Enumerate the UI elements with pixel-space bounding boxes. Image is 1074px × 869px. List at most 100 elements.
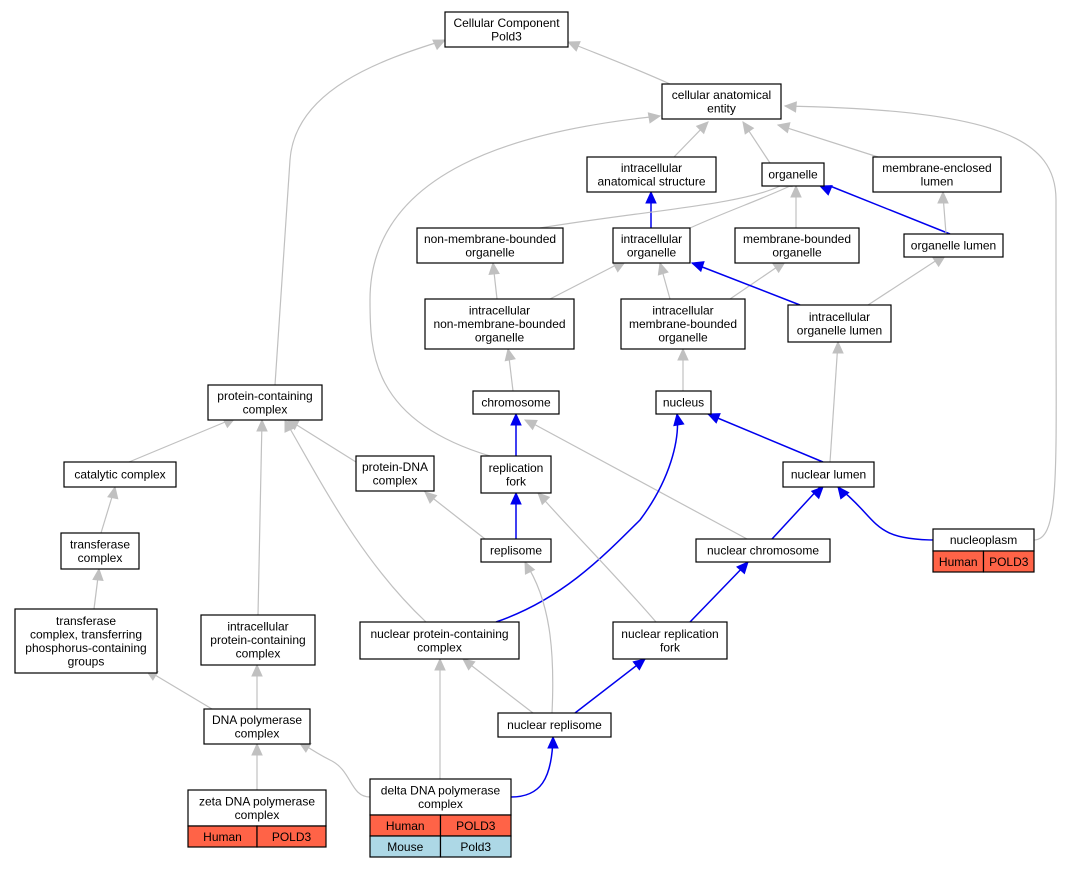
gene-label: POLD3 xyxy=(272,830,312,844)
node-label: DNA polymerase xyxy=(212,713,302,727)
node-box xyxy=(359,621,520,660)
node-label: non-membrane-bounded xyxy=(433,317,565,331)
node-box xyxy=(444,11,569,48)
arrowhead xyxy=(776,122,791,134)
arrowhead xyxy=(645,190,657,204)
go-term-chromosome[interactable]: chromosome xyxy=(472,390,560,415)
arrowhead xyxy=(937,190,949,204)
arrowhead xyxy=(547,735,559,749)
node-label: organelle xyxy=(475,331,525,345)
edge-line xyxy=(689,185,791,229)
edge-line xyxy=(510,736,554,798)
edge xyxy=(829,340,844,463)
edge-line xyxy=(784,105,1057,541)
go-term-nuclear-chromosome[interactable]: nuclear chromosome xyxy=(695,538,831,563)
node-label: transferase xyxy=(56,614,116,628)
node-label: nuclear replisome xyxy=(507,718,602,732)
node-label: catalytic complex xyxy=(74,468,165,482)
edge-line xyxy=(302,743,371,798)
edge xyxy=(783,101,1057,541)
gene-cell xyxy=(439,835,512,858)
node-box xyxy=(369,778,512,816)
go-term-organelle-lumen[interactable]: organelle lumen xyxy=(903,233,1004,258)
gene-label: POLD3 xyxy=(989,555,1029,569)
node-box xyxy=(661,83,782,120)
go-term-catalytic-complex[interactable]: catalytic complex xyxy=(63,461,177,488)
arrowhead xyxy=(251,663,263,677)
arrowhead xyxy=(566,41,581,52)
node-label: Cellular Component xyxy=(453,16,560,30)
node-label: groups xyxy=(68,654,105,668)
edge xyxy=(274,39,447,386)
node-label: complex xyxy=(78,551,123,565)
node-label: membrane-enclosed xyxy=(882,161,991,175)
go-term-intracellular-non-membrane-bounded-organelle[interactable]: intracellularnon-membrane-boundedorganel… xyxy=(424,298,575,350)
species-label: Mouse xyxy=(387,840,423,854)
node-label: intracellular xyxy=(621,232,682,246)
node-box xyxy=(903,233,1004,258)
edge xyxy=(790,184,802,228)
arrowhead xyxy=(695,121,709,135)
node-label: lumen xyxy=(921,174,954,188)
node-label: organelle xyxy=(627,245,677,259)
node-label: organelle xyxy=(658,331,708,345)
arrowhead xyxy=(284,418,296,433)
edge xyxy=(510,735,559,798)
edge-line xyxy=(574,658,646,714)
go-term-organelle[interactable]: organelle xyxy=(761,162,825,187)
node-label: organelle xyxy=(768,168,818,182)
gene-label: POLD3 xyxy=(456,819,496,833)
node-label: intracellular xyxy=(652,304,713,318)
node-box xyxy=(761,162,825,187)
node-label: transferase xyxy=(70,537,130,551)
arrowhead xyxy=(462,658,476,671)
go-term-nuclear-replisome[interactable]: nuclear replisome xyxy=(497,712,612,738)
node-label: delta DNA polymerase xyxy=(381,783,501,797)
arrowhead xyxy=(657,261,669,276)
arrowhead xyxy=(677,347,689,361)
go-term-nuclear-lumen[interactable]: nuclear lumen xyxy=(782,461,875,488)
edge-line xyxy=(128,419,231,463)
node-label: protein-containing xyxy=(210,633,305,647)
node-label: complex xyxy=(418,797,463,811)
node-label: organelle lumen xyxy=(797,323,882,337)
node-label: nuclear replication xyxy=(621,627,718,641)
go-term-nucleus[interactable]: nucleus xyxy=(655,390,712,415)
edge-line xyxy=(549,262,621,300)
node-label: nuclear chromosome xyxy=(707,544,819,558)
go-term-replisome[interactable]: replisome xyxy=(480,538,552,563)
node-box xyxy=(203,708,311,745)
node-label: protein-containing xyxy=(217,389,312,403)
arrowhead xyxy=(783,101,797,113)
arrowhead xyxy=(523,419,538,431)
edge xyxy=(424,491,486,540)
arrowhead xyxy=(92,567,104,581)
node-label: intracellular xyxy=(469,304,530,318)
arrowhead xyxy=(632,658,646,671)
arrowhead xyxy=(524,560,536,575)
node-label: complex xyxy=(235,808,280,822)
edge xyxy=(837,486,938,541)
edge xyxy=(144,669,213,710)
